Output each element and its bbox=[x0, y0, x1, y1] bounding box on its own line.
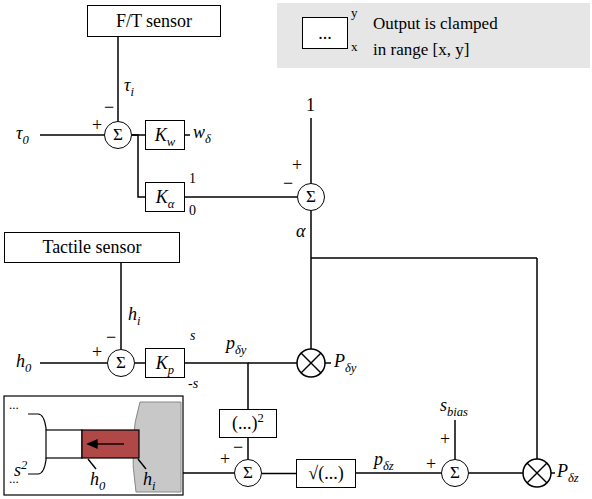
signal-label: + bbox=[92, 343, 102, 363]
signal-label: τ0 bbox=[16, 124, 29, 144]
signal-label: h0 bbox=[16, 352, 31, 372]
gain-block: Kw bbox=[145, 120, 185, 150]
signal-label: + bbox=[292, 156, 302, 176]
signal-label: τi bbox=[124, 76, 134, 96]
signal-label: hi bbox=[128, 305, 141, 325]
node-text: Output is clamped in range [x, y] bbox=[373, 11, 513, 63]
signal-label: 0 bbox=[189, 203, 196, 218]
node-text: Σ bbox=[306, 187, 316, 207]
summing-junction: Σ bbox=[297, 183, 325, 211]
sqrt-block: √(...) bbox=[296, 459, 356, 488]
node-text: Tactile sensor bbox=[42, 237, 141, 258]
node-text: √(...) bbox=[308, 463, 343, 484]
node-text: Σ bbox=[116, 353, 126, 373]
signal-label: y bbox=[351, 6, 358, 20]
node-text: Kw bbox=[155, 125, 175, 146]
node-text: Kp bbox=[156, 353, 174, 374]
signal-label: + bbox=[440, 430, 450, 450]
signal-label: − bbox=[104, 98, 114, 118]
signal-label: ... bbox=[9, 472, 19, 486]
signal-label: -s bbox=[188, 376, 198, 391]
signal-label: h0 bbox=[90, 470, 105, 490]
node-text: (...)2 bbox=[232, 413, 264, 434]
signal-wire bbox=[262, 473, 296, 475]
signal-label: sbias bbox=[440, 396, 468, 416]
gain-block: Kα bbox=[145, 182, 185, 212]
clamp-block-sample: ... bbox=[302, 17, 348, 49]
node-text: F/T sensor bbox=[116, 11, 192, 32]
signal-label: + bbox=[92, 116, 102, 136]
node-text: Kα bbox=[156, 187, 175, 208]
signal-label: wδ bbox=[193, 123, 211, 143]
summing-junction: Σ bbox=[234, 459, 262, 487]
signal-label: s bbox=[190, 328, 195, 343]
signal-wire bbox=[185, 196, 297, 198]
signal-label: + bbox=[426, 455, 436, 475]
signal-label: pδy bbox=[226, 334, 246, 354]
signal-wire bbox=[132, 135, 145, 197]
signal-label: pδz bbox=[374, 450, 394, 470]
signal-label: − bbox=[283, 174, 293, 194]
signal-label: Pδz bbox=[557, 462, 579, 482]
signal-label: Pδy bbox=[334, 352, 356, 372]
node-text: Σ bbox=[243, 463, 253, 483]
legend-panel: Output is clamped in range [x, y]... bbox=[277, 3, 590, 68]
gain-block: Kp bbox=[145, 348, 185, 378]
signal-wire bbox=[135, 362, 145, 364]
signal-label: x bbox=[351, 40, 358, 54]
summing-junction: Σ bbox=[441, 459, 469, 487]
signal-label: − bbox=[106, 328, 116, 348]
signal-wire bbox=[247, 438, 249, 459]
signal-wire bbox=[120, 263, 122, 349]
signal-wire bbox=[117, 37, 119, 121]
signal-label: 1 bbox=[189, 171, 196, 186]
signal-label: 1 bbox=[306, 96, 315, 116]
summing-junction: Σ bbox=[104, 121, 132, 149]
signal-label: − bbox=[233, 438, 243, 458]
signal-wire bbox=[185, 363, 248, 409]
node-text: Σ bbox=[450, 463, 460, 483]
signal-label: hi bbox=[143, 470, 156, 490]
sensor-box: F/T sensor bbox=[87, 5, 221, 37]
signal-label: ... bbox=[9, 398, 19, 412]
sensor-box: Tactile sensor bbox=[4, 232, 180, 263]
node-text: Σ bbox=[113, 125, 123, 145]
signal-label: + bbox=[220, 450, 230, 470]
node-text: ... bbox=[318, 23, 332, 44]
signal-label: α bbox=[296, 222, 305, 242]
summing-junction: Σ bbox=[107, 349, 135, 377]
square-block: (...)2 bbox=[219, 409, 277, 438]
